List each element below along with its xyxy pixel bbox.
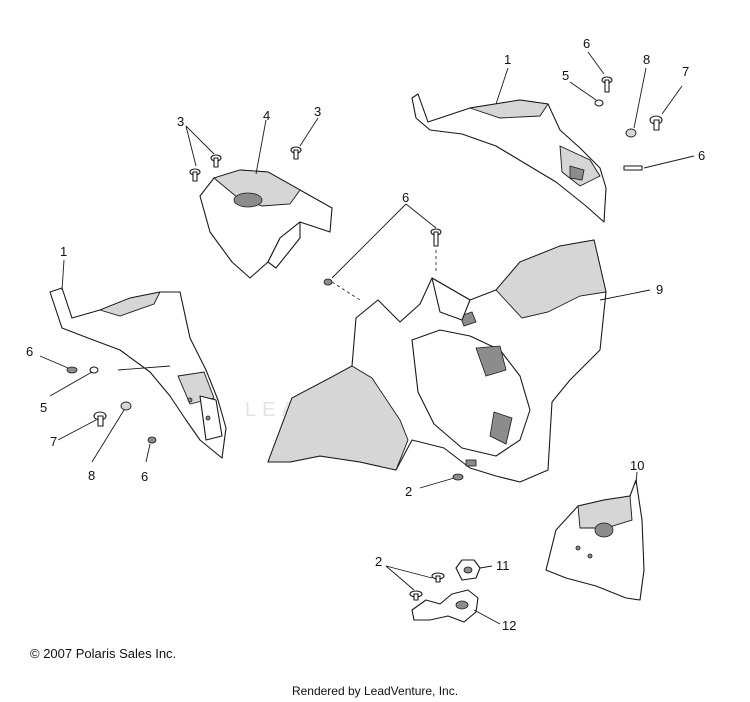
rendered-by-text: Rendered by LeadVenture, Inc. [291,684,459,698]
fasteners [66,76,663,601]
part-12-bracket [411,589,479,623]
callout-6-right: 6 [698,148,705,163]
callout-6-bottom-left: 6 [141,469,148,484]
part-1-right-side-panel [411,93,607,223]
callout-11: 11 [496,558,510,573]
callout-3-right: 3 [314,104,321,119]
part-1-left-side-panel [49,287,227,459]
callout-6-left: 6 [26,344,33,359]
copyright-text: © 2007 Polaris Sales Inc. [30,646,177,661]
callout-8-left: 8 [88,468,95,483]
callout-1-left: 1 [60,244,67,259]
callout-9: 9 [656,282,663,297]
callout-5-left: 5 [40,400,47,415]
part-11-nut [455,559,481,581]
leader-lines [39,51,695,625]
callout-12: 12 [502,618,516,633]
callout-4: 4 [263,108,270,123]
callout-7-left: 7 [50,434,57,449]
callout-6-center: 6 [402,190,409,205]
callout-7-right: 7 [682,64,689,79]
part-4-headlight-pod [199,169,333,279]
callout-10: 10 [630,458,644,473]
callout-1-right: 1 [504,52,511,67]
part-10-instrument-housing [545,479,645,601]
callout-labels: 1 1 2 2 3 3 4 5 5 6 6 6 6 6 7 7 8 8 9 10… [26,36,705,633]
part-9-front-fender [267,239,607,483]
callout-3-left: 3 [177,114,184,129]
callout-5-right: 5 [562,68,569,83]
callout-2-center: 2 [405,484,412,499]
callout-6-top: 6 [583,36,590,51]
callout-8-right: 8 [643,52,650,67]
callout-2-bottom: 2 [375,554,382,569]
